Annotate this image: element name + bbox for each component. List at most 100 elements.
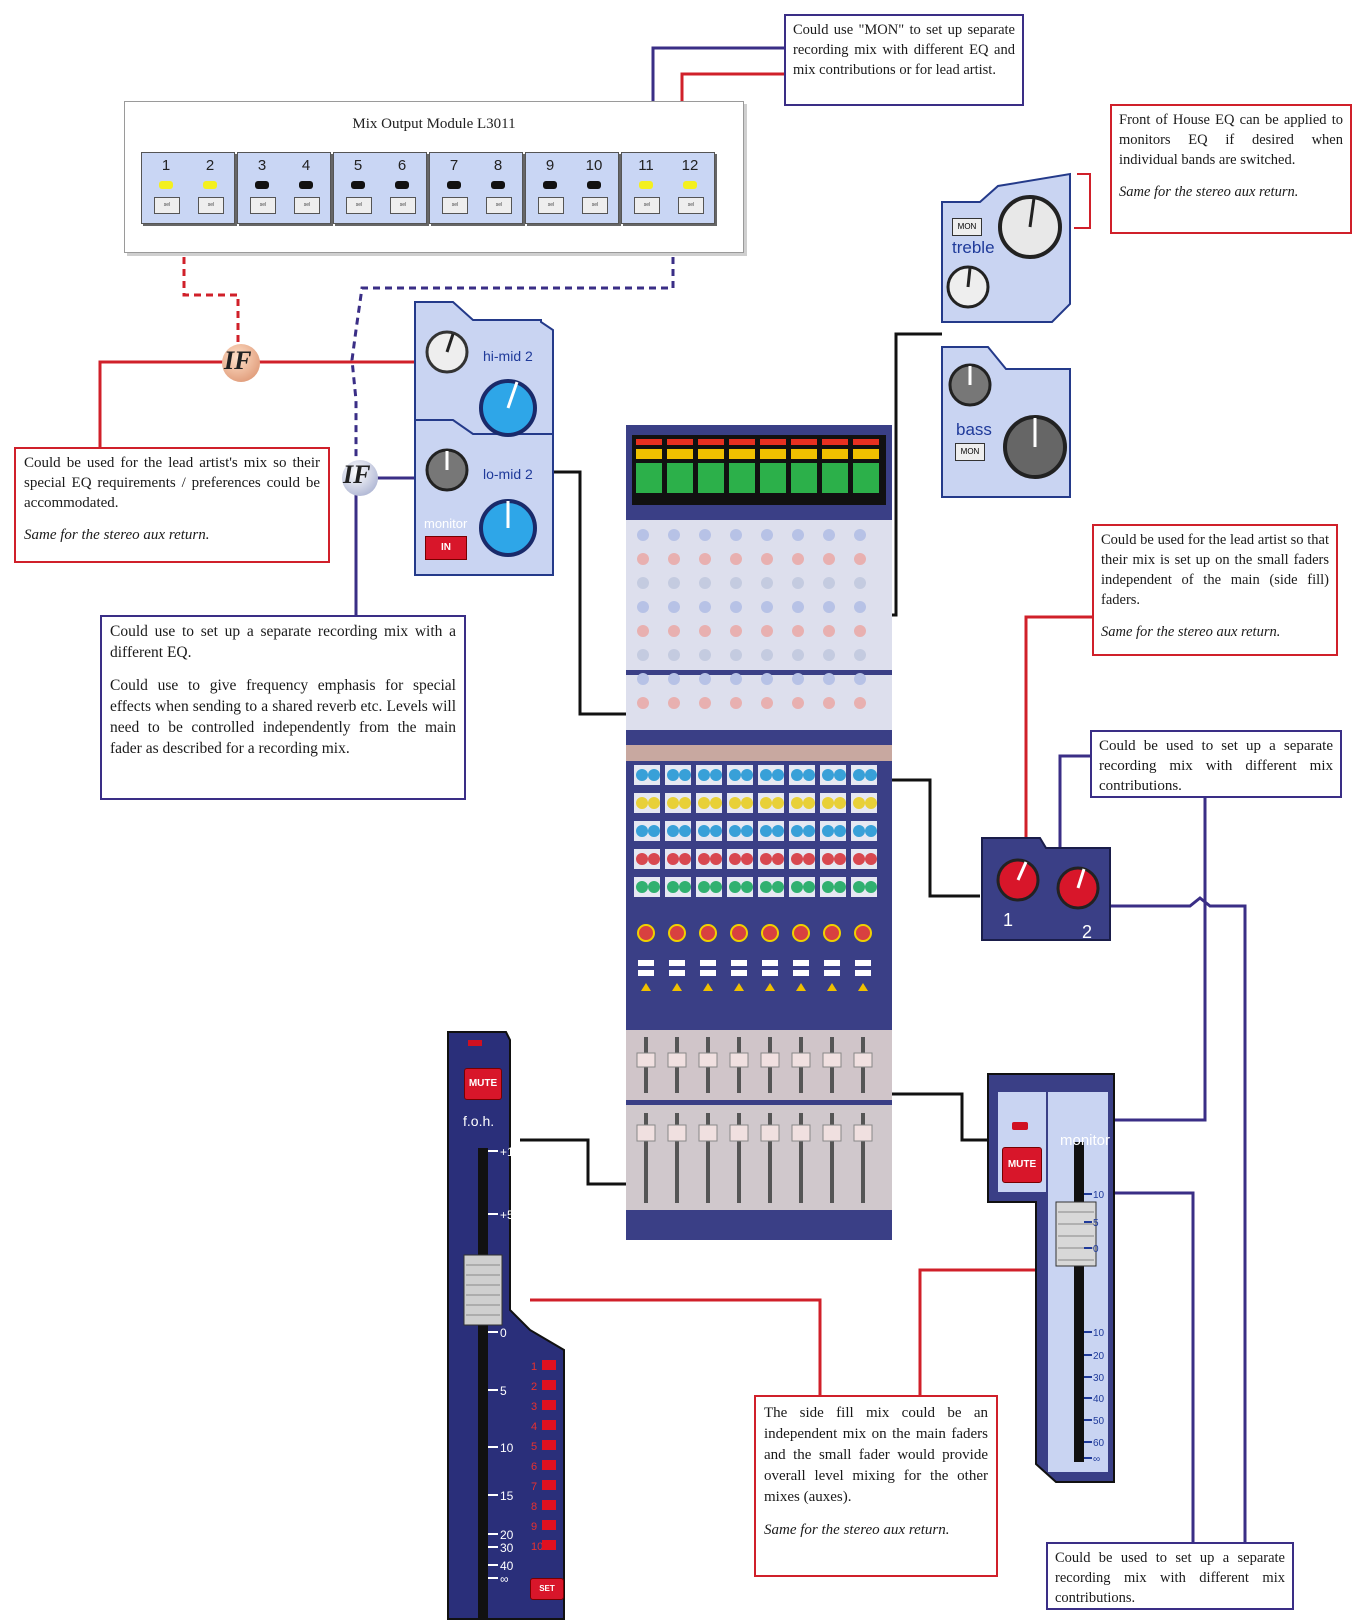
lo-mid-label: lo-mid 2 xyxy=(483,466,533,482)
bus-led xyxy=(683,181,697,189)
meter-low xyxy=(667,463,693,493)
select-switch xyxy=(762,970,778,976)
eq-knob xyxy=(823,625,835,637)
bus-number: 7 xyxy=(434,157,474,174)
bus-pair: 5sel6sel xyxy=(333,152,427,224)
bus-pair: 11sel12sel xyxy=(621,152,715,224)
main-fader-cap xyxy=(637,1125,655,1141)
aux-knob xyxy=(729,769,741,781)
select-switch xyxy=(669,970,685,976)
monitor-mute-button[interactable]: MUTE xyxy=(1002,1147,1042,1183)
aux-knob xyxy=(741,797,753,809)
meter-mid xyxy=(853,449,879,459)
meter-peak xyxy=(636,439,662,445)
bus-select-button[interactable]: sel xyxy=(634,197,660,214)
note-side-fill-italic: Same for the stereo aux return. xyxy=(764,1520,988,1541)
aux-knob xyxy=(698,853,710,865)
note-lead-artist-faders-text: Could be used for the lead artist so tha… xyxy=(1101,530,1329,610)
select-switch xyxy=(700,960,716,966)
aux-knob xyxy=(760,881,772,893)
aux-knob xyxy=(822,797,834,809)
if-label-red: IF xyxy=(224,346,251,376)
main-fader-area xyxy=(626,1105,892,1210)
bass-mon-button[interactable]: MON xyxy=(955,443,985,461)
monitor-scale-label: ∞ xyxy=(1093,1454,1100,1465)
select-switch xyxy=(731,960,747,966)
meter-mid xyxy=(791,449,817,459)
foh-group-number: 10 xyxy=(531,1541,543,1553)
foh-group-led xyxy=(542,1500,556,1510)
bus-number: 10 xyxy=(574,157,614,174)
aux-knob xyxy=(865,769,877,781)
aux-knob xyxy=(741,769,753,781)
treble-mon-button[interactable]: MON xyxy=(952,218,982,236)
bus-select-button[interactable]: sel xyxy=(346,197,372,214)
bus-select-button[interactable]: sel xyxy=(294,197,320,214)
bus-select-button[interactable]: sel xyxy=(678,197,704,214)
foh-scale-label: 10 xyxy=(500,1441,514,1455)
aux-knob xyxy=(822,853,834,865)
select-switch xyxy=(793,970,809,976)
main-fader-cap xyxy=(761,1125,779,1141)
bus-select-button[interactable]: sel xyxy=(582,197,608,214)
bus-select-button[interactable]: sel xyxy=(538,197,564,214)
foh-group-led xyxy=(542,1440,556,1450)
foh-scale-label: ∞ xyxy=(500,1572,509,1586)
aux-knob xyxy=(772,881,784,893)
bus-number: 1 xyxy=(146,157,186,174)
meter-mid xyxy=(729,449,755,459)
bus-select-button[interactable]: sel xyxy=(198,197,224,214)
foh-group-led xyxy=(542,1520,556,1530)
aux-knob xyxy=(791,853,803,865)
note-foh-eq-italic: Same for the stereo aux return. xyxy=(1119,182,1343,202)
foh-bottom-button[interactable]: SET xyxy=(530,1578,564,1600)
meter-mid xyxy=(698,449,724,459)
note-recording-eq-text-2: Could use to give frequency emphasis for… xyxy=(110,675,456,759)
eq-knob xyxy=(699,577,711,589)
aux-knob xyxy=(791,769,803,781)
small-fader-cap xyxy=(699,1053,717,1067)
eq-knob xyxy=(823,601,835,613)
aux-knob xyxy=(729,853,741,865)
aux-knob xyxy=(636,769,648,781)
meter-mid xyxy=(636,449,662,459)
bus-number: 2 xyxy=(190,157,230,174)
aux-knob xyxy=(741,881,753,893)
monitor-scale-label: 10 xyxy=(1093,1328,1105,1339)
main-fader-cap xyxy=(854,1125,872,1141)
eq-knob xyxy=(637,577,649,589)
aux-knob xyxy=(679,853,691,865)
foh-scale-label: 20 xyxy=(500,1528,514,1542)
bus-select-button[interactable]: sel xyxy=(442,197,468,214)
bus-number: 8 xyxy=(478,157,518,174)
foh-group-led xyxy=(542,1480,556,1490)
note-lead-artist-faders-italic: Same for the stereo aux return. xyxy=(1101,622,1329,642)
meter-low xyxy=(729,463,755,493)
eq-knob xyxy=(761,601,773,613)
eq-knob xyxy=(668,649,680,661)
pan-knob xyxy=(700,925,716,941)
monitor-scale-label: 60 xyxy=(1093,1438,1105,1449)
select-switch xyxy=(638,960,654,966)
eq-knob xyxy=(637,529,649,541)
bus-led xyxy=(543,181,557,189)
bus-select-button[interactable]: sel xyxy=(250,197,276,214)
aux-knob xyxy=(741,853,753,865)
aux-knob xyxy=(710,797,722,809)
bus-select-button[interactable]: sel xyxy=(390,197,416,214)
bus-select-button[interactable]: sel xyxy=(486,197,512,214)
bus-select-button[interactable]: sel xyxy=(154,197,180,214)
foh-label: f.o.h. xyxy=(463,1113,494,1129)
aux-knob xyxy=(741,825,753,837)
foh-group-number: 2 xyxy=(531,1381,537,1393)
eq-knob xyxy=(730,673,742,685)
aux-knob xyxy=(853,769,865,781)
aux-knob xyxy=(729,881,741,893)
pan-knob xyxy=(669,925,685,941)
eq-knob xyxy=(761,697,773,709)
aux-knob xyxy=(791,825,803,837)
foh-mute-button[interactable]: MUTE xyxy=(464,1068,502,1100)
monitor-scale-label: 40 xyxy=(1093,1394,1105,1405)
eq-in-button[interactable]: IN xyxy=(425,536,467,560)
aux-knob xyxy=(636,853,648,865)
